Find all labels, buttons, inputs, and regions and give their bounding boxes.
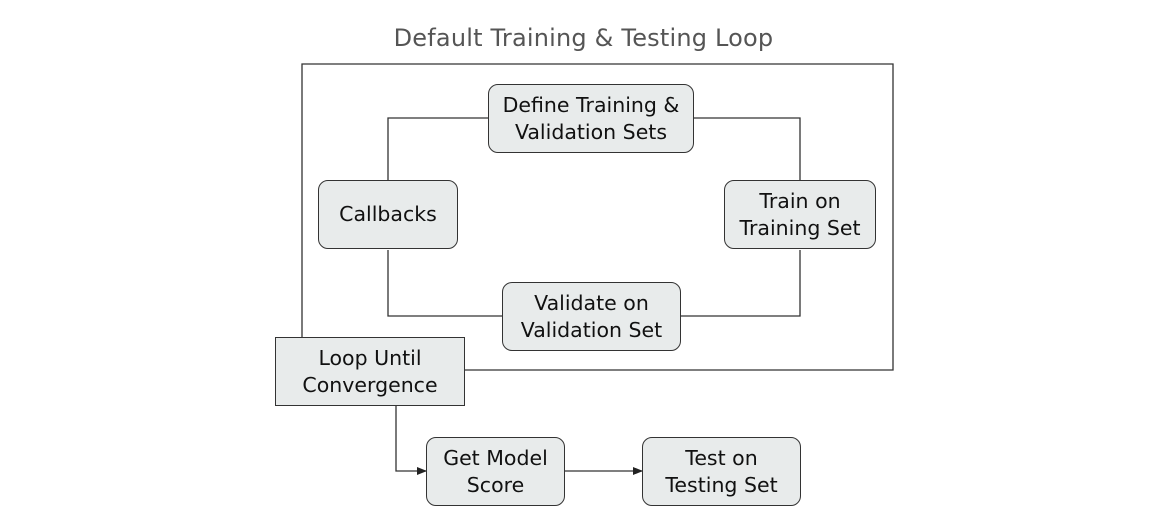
node-get-model-score: Get Model Score	[426, 437, 565, 506]
node-test: Test on Testing Set	[642, 437, 801, 506]
node-validate: Validate on Validation Set	[502, 282, 681, 351]
diagram-title: Default Training & Testing Loop	[393, 24, 774, 52]
edge-define-to-train	[694, 117, 801, 180]
node-define-sets: Define Training & Validation Sets	[488, 84, 694, 153]
node-callbacks: Callbacks	[318, 180, 458, 249]
edge-loop-to-score	[395, 406, 427, 475]
loop-frame	[301, 63, 894, 371]
edge-validate-to-callbacks	[387, 250, 502, 317]
edge-callbacks-to-define	[387, 117, 488, 180]
node-loop-until-convergence: Loop Until Convergence	[275, 337, 465, 406]
node-train: Train on Training Set	[724, 180, 876, 249]
edge-train-to-validate	[681, 250, 801, 317]
